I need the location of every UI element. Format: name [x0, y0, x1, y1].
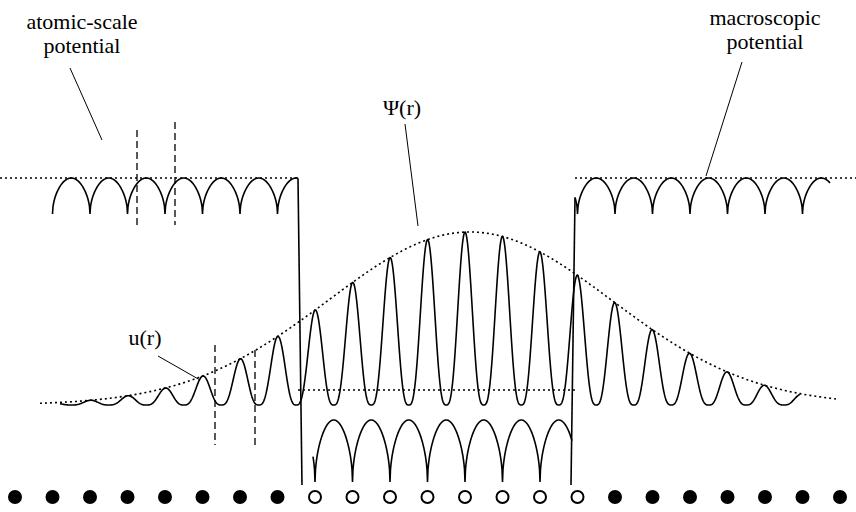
well-atom — [497, 491, 509, 503]
barrier-atom — [684, 491, 696, 503]
barrier-atom — [197, 491, 209, 503]
leader-line — [706, 62, 742, 176]
barrier-atom — [272, 491, 284, 503]
envelope-function — [40, 232, 836, 403]
barrier-atom — [84, 491, 96, 503]
envelope-label: Ψ(r) — [362, 96, 442, 120]
leader-line — [405, 124, 418, 226]
barrier-atom — [234, 491, 246, 503]
well-atom — [347, 491, 359, 503]
period-marker — [136, 130, 137, 225]
barrier-atom — [609, 491, 621, 503]
leader-line — [70, 68, 102, 140]
atomic-potential-curve — [313, 420, 572, 482]
macroscopic-potential-label: macroscopic potential — [690, 6, 840, 54]
well-atom — [384, 491, 396, 503]
well-atom — [534, 491, 546, 503]
well-atom — [572, 491, 584, 503]
atomic-potential-label: atomic-scale potential — [12, 10, 152, 58]
well-atom — [459, 491, 471, 503]
barrier-atom — [647, 491, 659, 503]
barrier-atom — [47, 491, 59, 503]
bloch-function-label: u(r) — [115, 326, 175, 350]
period-marker — [174, 122, 175, 225]
period-marker — [254, 350, 255, 445]
bloch-function — [60, 232, 800, 405]
barrier-atom — [9, 491, 21, 503]
barrier-atom — [159, 491, 171, 503]
barrier-atom — [797, 491, 809, 503]
well-wall — [298, 178, 302, 485]
well-wall — [571, 198, 575, 485]
leader-line — [158, 356, 200, 380]
well-atom — [422, 491, 434, 503]
well-atom — [309, 491, 321, 503]
barrier-atom — [759, 491, 771, 503]
barrier-atom — [122, 491, 134, 503]
period-marker — [214, 345, 215, 445]
barrier-atom — [834, 491, 846, 503]
barrier-atom — [722, 491, 734, 503]
macroscopic-potential-line — [575, 177, 856, 179]
atomic-potential-curve — [575, 178, 830, 214]
